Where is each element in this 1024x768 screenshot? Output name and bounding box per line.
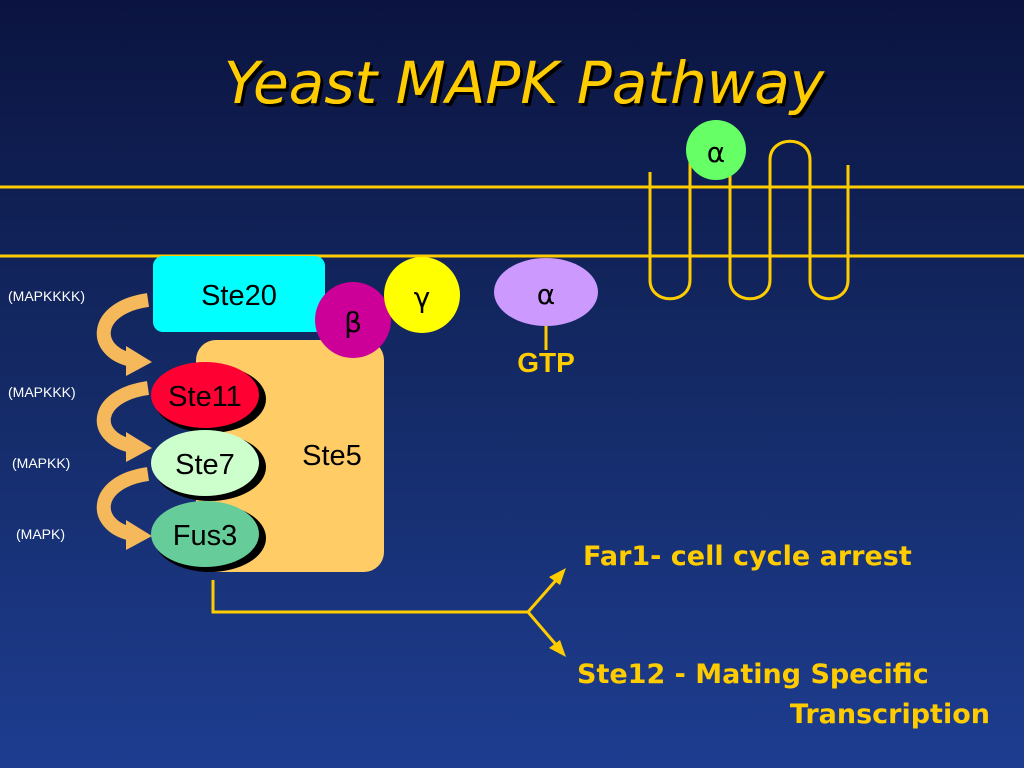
ste7-kinase xyxy=(151,430,259,496)
g-beta-label: β xyxy=(344,306,362,339)
arrow-ste20-to-ste11 xyxy=(96,293,152,376)
outcome-ste12-line1: Ste12 - Mating Specific xyxy=(577,659,929,690)
level-label-mapkk: (MAPKK) xyxy=(12,455,70,471)
g-alpha-label: α xyxy=(537,278,555,311)
g-gamma-subunit xyxy=(384,257,460,333)
ste11-kinase xyxy=(151,362,259,428)
fus3-label: Fus3 xyxy=(173,520,237,552)
outcome-far1: Far1- cell cycle arrest xyxy=(583,541,912,572)
ste11-label: Ste11 xyxy=(168,381,242,413)
alpha-factor-label: α xyxy=(707,136,725,169)
arrow-ste11-to-ste7 xyxy=(96,381,152,462)
page-title: Yeast MAPK Pathway xyxy=(224,49,825,117)
ste7-label: Ste7 xyxy=(175,449,235,481)
ste20-label: Ste20 xyxy=(201,280,277,312)
ste5-label: Ste5 xyxy=(302,440,362,472)
level-label-mapkkkk: (MAPKKKK) xyxy=(8,288,85,304)
branch-arrow-far1 xyxy=(526,568,566,613)
g-alpha-subunit xyxy=(494,258,598,326)
fus3-kinase xyxy=(151,501,259,567)
g-gamma-label: γ xyxy=(414,281,431,314)
g-beta-subunit xyxy=(315,282,391,358)
receptor-transmembrane-helices xyxy=(648,139,850,301)
arrow-ste7-to-fus3 xyxy=(96,467,152,550)
gtp-label: GTP xyxy=(517,347,575,378)
ste20-box xyxy=(153,256,325,332)
level-label-mapkkk: (MAPKKK) xyxy=(8,384,76,400)
alpha-factor-ligand xyxy=(686,120,746,180)
branch-arrow-ste12 xyxy=(526,611,566,657)
output-connector xyxy=(211,580,528,614)
level-label-mapk: (MAPK) xyxy=(16,526,65,542)
outcome-ste12-line2: Transcription xyxy=(790,699,990,730)
